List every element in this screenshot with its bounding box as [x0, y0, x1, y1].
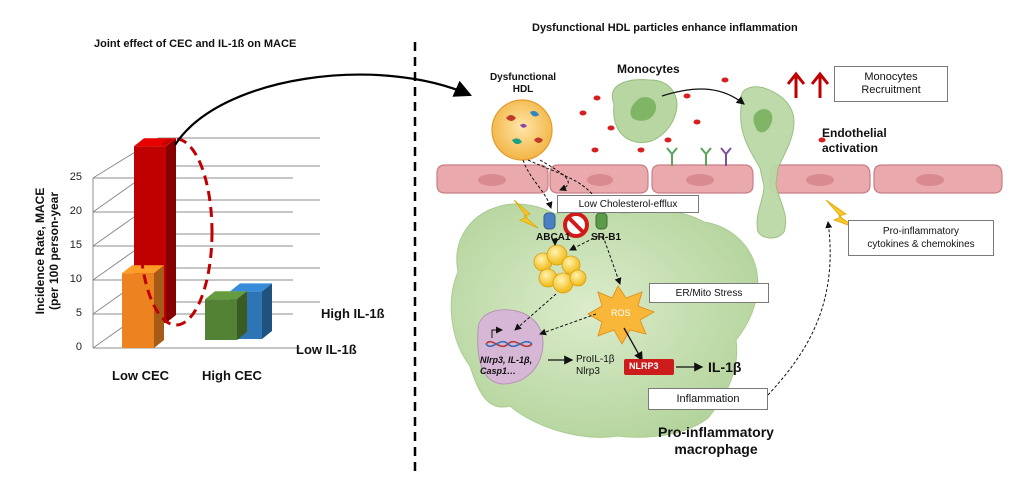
monocytes-recruitment-box: Monocytes Recruitment [834, 66, 948, 102]
y-tick-label: 15 [69, 239, 82, 251]
series-label-high-il1b: High IL-1ß [321, 306, 385, 321]
bar-low-il1b-0-top [122, 265, 164, 274]
highlight-ellipse [138, 137, 214, 327]
y-tick-label: 10 [69, 273, 82, 285]
macrophage-line1: Pro-inflammatory [658, 424, 774, 440]
low-efflux-box: Low Cholesterol-efflux [557, 195, 699, 213]
inflammation-box: Inflammation [648, 388, 768, 410]
recruitment-line1: Monocytes [864, 71, 918, 83]
il1b-label: IL-1β [708, 359, 742, 375]
bar-low-il1b-0 [122, 265, 164, 348]
increase-arrows-icon [786, 71, 830, 98]
er-stress-box: ER/Mito Stress [649, 283, 769, 303]
nucleus [477, 309, 544, 385]
hdl-label: Dysfunctional HDL [486, 72, 560, 96]
bar-low-il1b-0-side [154, 265, 164, 348]
cytokines-line2: cytokines & chemokines [867, 239, 975, 250]
genes-line1: Nlrp3, IL-1β, [480, 355, 533, 365]
bar-low-il1b-1-top [205, 291, 247, 300]
ros-label: ROS [611, 308, 631, 318]
ros-burst-icon [587, 285, 655, 345]
genes-line2: Casp1… [480, 366, 517, 376]
adhesion-receptors [666, 147, 732, 166]
ylabel-line2: (per 100 person-year [47, 191, 61, 311]
bar-low-il1b-0-front [122, 273, 154, 348]
endothelial-line1: Endothelial [822, 126, 887, 140]
macrophage-line2: macrophage [674, 441, 758, 457]
bar-high-il1b-1-side [262, 283, 272, 339]
hdl-label-line2: HDL [512, 84, 534, 95]
panel-title: Dysfunctional HDL particles enhance infl… [532, 22, 798, 34]
lightning-icon [513, 199, 539, 229]
chart-title: Joint effect of CEC and IL-1ß on MACE [94, 38, 297, 50]
chart-ylabel: Incidence Rate, MACE (per 100 person-yea… [33, 166, 61, 336]
abca1-label: ABCA1 [536, 232, 571, 243]
hdl-label-line1: Dysfunctional [489, 72, 557, 83]
y-tick-label: 5 [75, 307, 82, 319]
chemokine-dots [579, 77, 826, 153]
monocyte-icon [611, 79, 678, 144]
y-tick-label: 25 [69, 171, 82, 183]
category-label-high-cec: High CEC [202, 368, 262, 383]
signal-arrows [548, 327, 704, 372]
dna-icon [485, 340, 533, 348]
cytokines-line1: Pro-inflammatory [882, 226, 960, 237]
category-label-low-cec: Low CEC [112, 368, 170, 383]
proil-label: ProIL-1β Nlrp3 [576, 354, 615, 378]
proil-line2: Nlrp3 [576, 366, 600, 377]
link-arrow [174, 73, 473, 146]
y-tick-label: 20 [69, 205, 82, 217]
srb1-receptor-icon [595, 212, 608, 230]
bar-high-il1b-0-side [166, 138, 176, 323]
nlrp3-box [624, 359, 674, 375]
prohibition-icon [563, 212, 589, 238]
lipid-droplets-icon [533, 244, 587, 294]
endothelial-label: Endothelial activation [822, 126, 887, 156]
bar-low-il1b-1-side [237, 291, 247, 340]
migration-arrow [661, 88, 745, 105]
hdl-particle-icon [491, 99, 553, 161]
macrophage-label: Pro-inflammatory macrophage [650, 424, 782, 458]
proil-line1: ProIL-1β [576, 354, 615, 365]
nlrp3-label: NLRP3 [629, 361, 659, 371]
bar-low-il1b-1-front [205, 299, 237, 340]
series-label-low-il1b: Low IL-1ß [296, 342, 357, 357]
genes-label: Nlrp3, IL-1β, Casp1… [480, 355, 532, 377]
cytokines-box: Pro-inflammatory cytokines & chemokines [848, 220, 994, 256]
y-tick-label: 0 [75, 341, 82, 353]
ylabel-line1: Incidence Rate, MACE [33, 187, 47, 315]
migrating-monocyte-icon [740, 86, 795, 239]
endothelial-line2: activation [822, 141, 879, 155]
monocytes-label: Monocytes [617, 62, 680, 76]
srb1-label: SR-B1 [591, 232, 622, 243]
recruitment-line2: Recruitment [861, 84, 921, 96]
abca1-receptor-icon [543, 212, 556, 230]
bar-high-il1b-1-top [230, 283, 272, 292]
bar-low-il1b-1 [205, 291, 247, 340]
